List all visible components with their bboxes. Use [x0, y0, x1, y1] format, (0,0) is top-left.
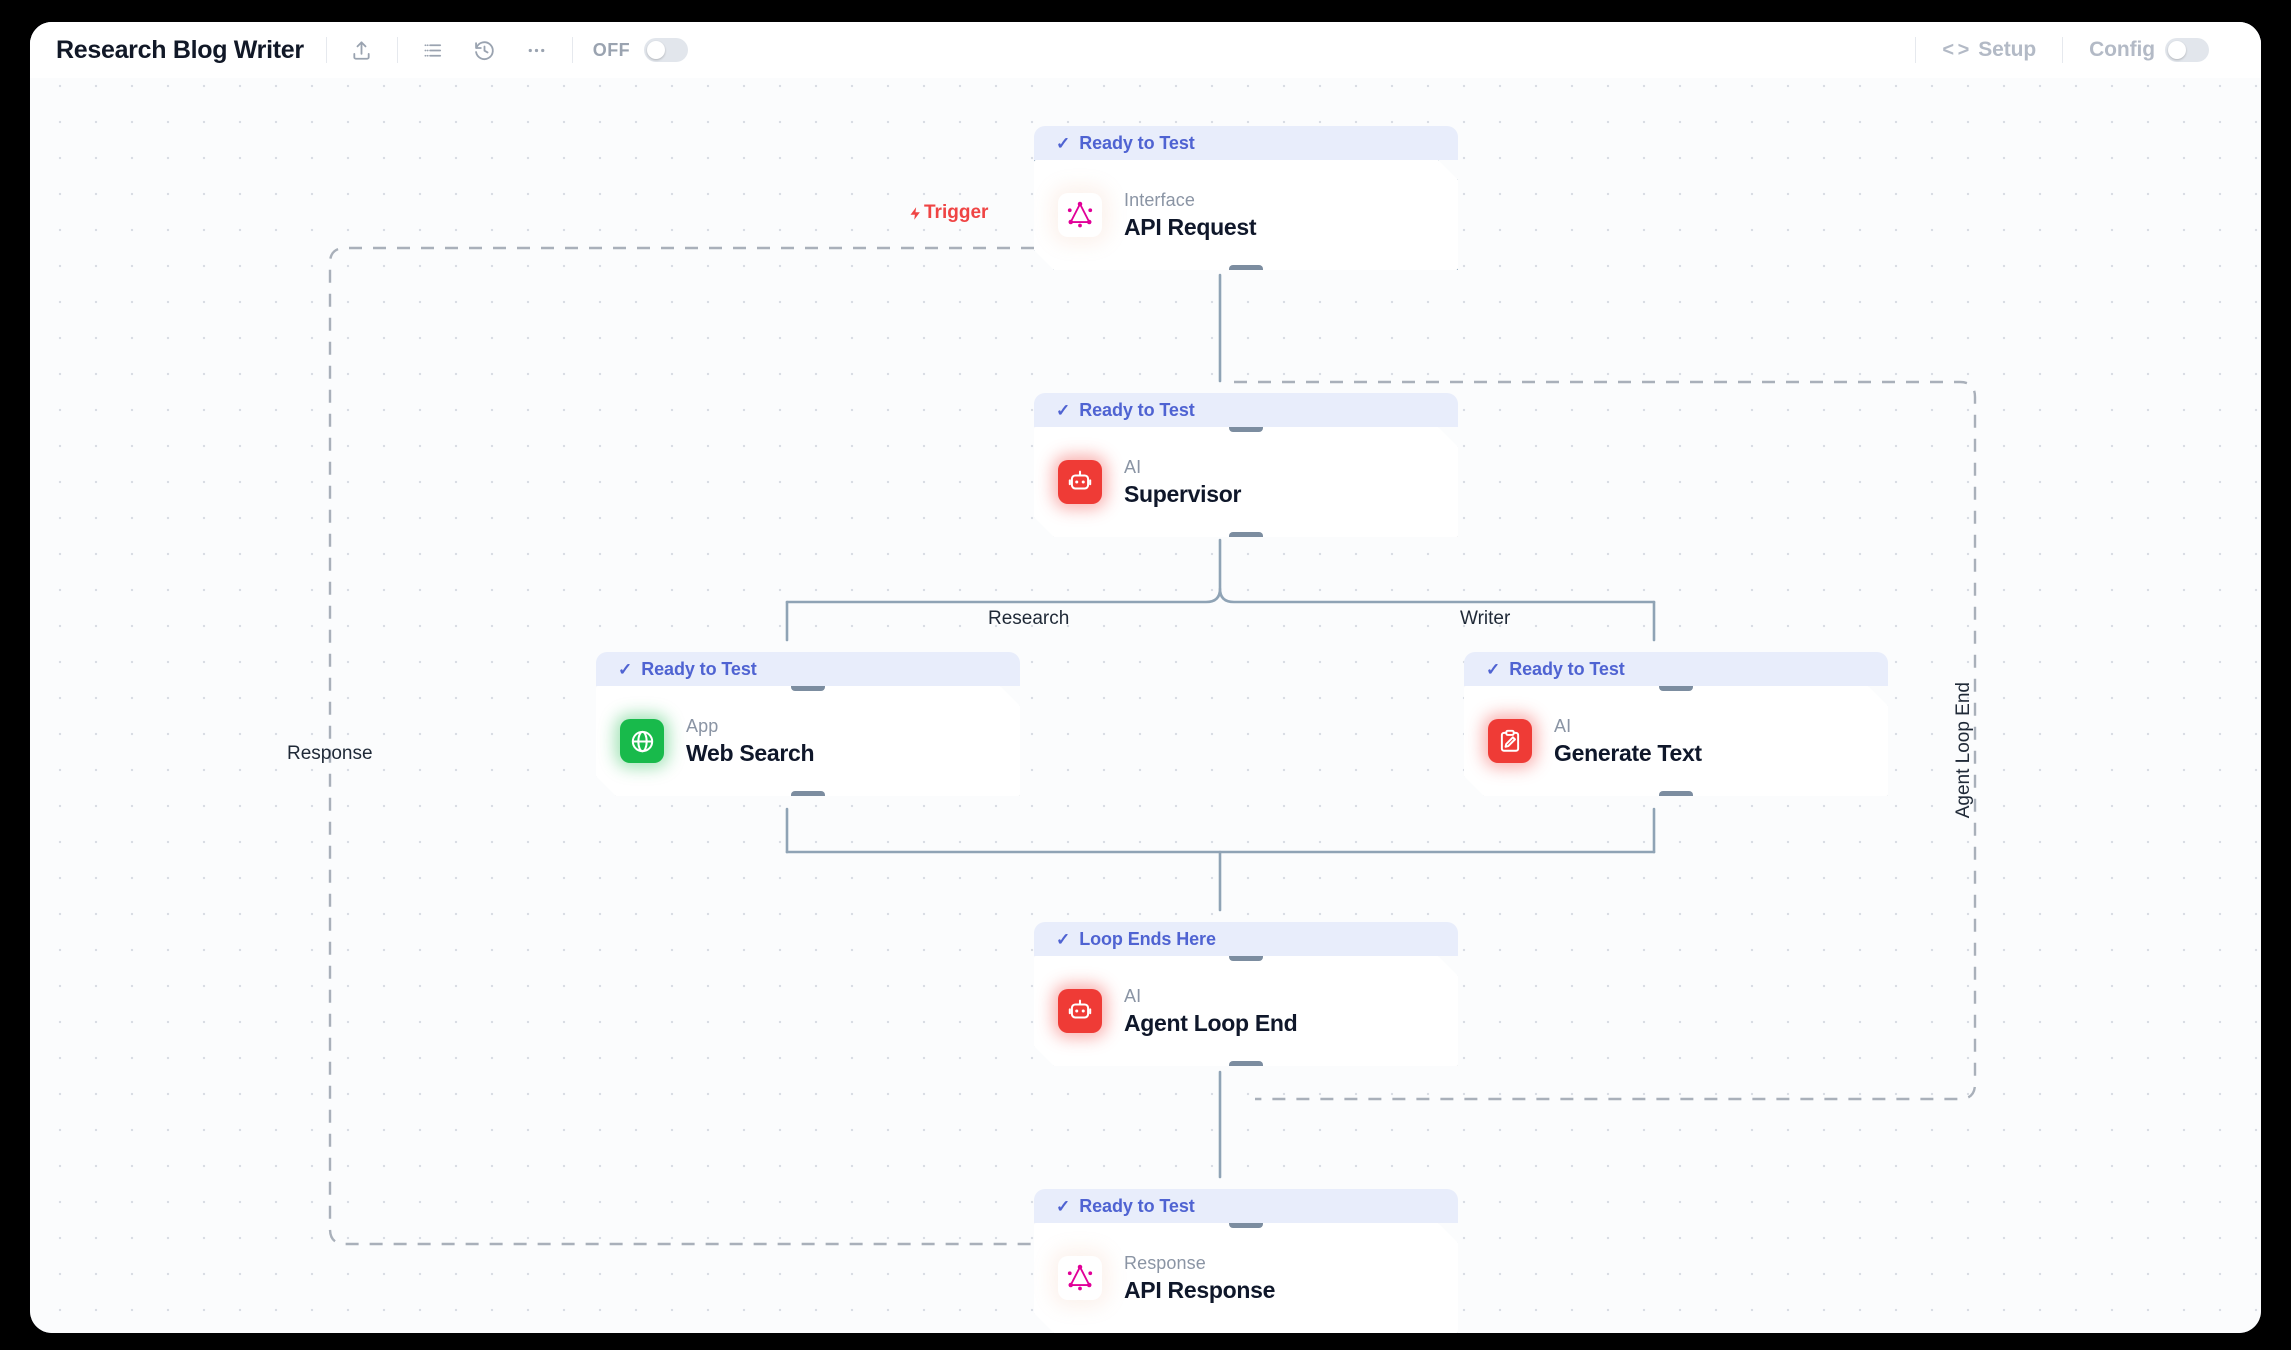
workflow-node-supervisor[interactable]: ✓ Ready to Test AI Supervisor	[1034, 393, 1458, 537]
globe-icon	[620, 719, 664, 763]
node-name-label: Web Search	[686, 739, 815, 766]
node-text: Interface API Request	[1124, 190, 1256, 241]
node-handle-bottom[interactable]	[1229, 265, 1263, 274]
node-handle-bottom[interactable]	[1229, 532, 1263, 541]
node-status-text: Ready to Test	[1079, 1195, 1195, 1216]
check-icon: ✓	[1486, 659, 1501, 679]
edge-label-trigger: Trigger	[908, 202, 988, 224]
workflow-node-api-response[interactable]: ✓ Ready to Test Response	[1034, 1189, 1458, 1333]
node-handle-bottom[interactable]	[791, 791, 825, 800]
toolbar-right-group: < > Setup Config	[1915, 37, 2235, 63]
toolbar-divider	[571, 37, 573, 63]
clipboard-pencil-icon	[1488, 719, 1532, 763]
node-status-badge: ✓ Loop Ends Here	[1034, 922, 1458, 956]
node-status-badge: ✓ Ready to Test	[596, 652, 1020, 686]
node-handle-top[interactable]	[1229, 1219, 1263, 1228]
workflow-enable-toggle-group: OFF	[573, 38, 688, 62]
node-name-label: API Response	[1124, 1276, 1276, 1303]
toolbar-left-group: Research Blog Writer	[56, 30, 688, 70]
toolbar-divider	[396, 37, 398, 63]
node-body[interactable]: Response API Response	[1034, 1223, 1458, 1333]
toggle-state-label: OFF	[592, 39, 630, 60]
list-icon[interactable]	[408, 30, 458, 70]
edge-label-writer: Writer	[1460, 608, 1511, 629]
workflow-node-agent-loop-end[interactable]: ✓ Loop Ends Here AI Agent Loop	[1034, 922, 1458, 1066]
check-icon: ✓	[1056, 929, 1071, 949]
node-name-label: Supervisor	[1124, 480, 1242, 507]
workflow-title[interactable]: Research Blog Writer	[56, 35, 304, 64]
workflow-canvas[interactable]: Trigger Research Writer Response Agent L…	[30, 22, 2261, 1333]
node-status-badge: ✓ Ready to Test	[1034, 393, 1458, 427]
node-status-badge: ✓ Ready to Test	[1034, 126, 1458, 160]
node-status-badge: ✓ Ready to Test	[1464, 652, 1888, 686]
graphql-icon	[1058, 1256, 1102, 1300]
node-handle-bottom[interactable]	[1659, 791, 1693, 800]
node-text: AI Supervisor	[1124, 457, 1241, 508]
node-body[interactable]: Interface API Request	[1034, 160, 1458, 270]
config-group[interactable]: Config	[2063, 38, 2235, 62]
setup-button[interactable]: < > Setup	[1916, 38, 2062, 62]
workflow-node-api-request[interactable]: ✓ Ready to Test Interface	[1034, 126, 1458, 270]
check-icon: ✓	[1056, 133, 1071, 153]
toolbar-share-group	[327, 30, 397, 70]
workflow-node-generate-text[interactable]: ✓ Ready to Test AI Generate Text	[1464, 652, 1888, 796]
node-kind-label: AI	[1554, 715, 1572, 736]
config-toggle[interactable]	[2165, 38, 2209, 62]
node-kind-label: Interface	[1124, 189, 1195, 210]
node-text: App Web Search	[686, 716, 814, 767]
node-status-text: Ready to Test	[1079, 399, 1195, 420]
node-kind-label: AI	[1124, 985, 1142, 1006]
node-body[interactable]: AI Supervisor	[1034, 427, 1458, 537]
robot-icon	[1058, 989, 1102, 1033]
check-icon: ✓	[1056, 400, 1071, 420]
node-body[interactable]: AI Agent Loop End	[1034, 956, 1458, 1066]
toolbar-divider	[325, 37, 327, 63]
code-brackets-icon: < >	[1942, 38, 1969, 61]
config-label: Config	[2089, 38, 2155, 61]
node-name-label: Agent Loop End	[1124, 1009, 1298, 1036]
robot-icon	[1058, 460, 1102, 504]
node-text: Response API Response	[1124, 1253, 1275, 1304]
node-status-text: Loop Ends Here	[1079, 928, 1216, 949]
edge-label-response: Response	[287, 743, 373, 764]
edge-label-research: Research	[988, 608, 1070, 629]
node-kind-label: Response	[1124, 1252, 1206, 1273]
node-text: AI Generate Text	[1554, 716, 1702, 767]
more-horizontal-icon[interactable]	[512, 30, 562, 70]
check-icon: ✓	[1056, 1196, 1071, 1216]
upload-icon[interactable]	[337, 30, 387, 70]
toggle-knob	[2168, 41, 2186, 59]
toolbar: Research Blog Writer	[30, 22, 2261, 78]
node-text: AI Agent Loop End	[1124, 986, 1297, 1037]
check-icon: ✓	[618, 659, 633, 679]
application-window: Trigger Research Writer Response Agent L…	[30, 22, 2261, 1333]
node-status-text: Ready to Test	[1079, 132, 1195, 153]
toggle-knob	[647, 41, 665, 59]
node-status-badge: ✓ Ready to Test	[1034, 1189, 1458, 1223]
workflow-enable-toggle[interactable]	[644, 38, 688, 62]
trigger-label-text: Trigger	[924, 202, 989, 223]
graphql-icon	[1058, 193, 1102, 237]
node-name-label: API Request	[1124, 213, 1257, 240]
node-kind-label: App	[686, 715, 719, 736]
lightning-bolt-icon	[910, 206, 920, 220]
edge-branch-bus	[785, 587, 1656, 604]
toolbar-divider	[2062, 37, 2064, 63]
workflow-node-web-search[interactable]: ✓ Ready to Test App Web Search	[596, 652, 1020, 796]
toolbar-tools-group	[398, 30, 572, 70]
node-kind-label: AI	[1124, 456, 1142, 477]
node-handle-bottom[interactable]	[1229, 1061, 1263, 1070]
setup-label: Setup	[1978, 38, 2037, 61]
node-body[interactable]: AI Generate Text	[1464, 686, 1888, 796]
node-body[interactable]: App Web Search	[596, 686, 1020, 796]
history-icon[interactable]	[460, 30, 510, 70]
toolbar-divider	[1915, 37, 1917, 63]
edge-label-agent-loop-end: Agent Loop End	[1953, 682, 1974, 819]
node-name-label: Generate Text	[1554, 739, 1702, 766]
node-status-text: Ready to Test	[1509, 658, 1625, 679]
node-status-text: Ready to Test	[641, 658, 757, 679]
